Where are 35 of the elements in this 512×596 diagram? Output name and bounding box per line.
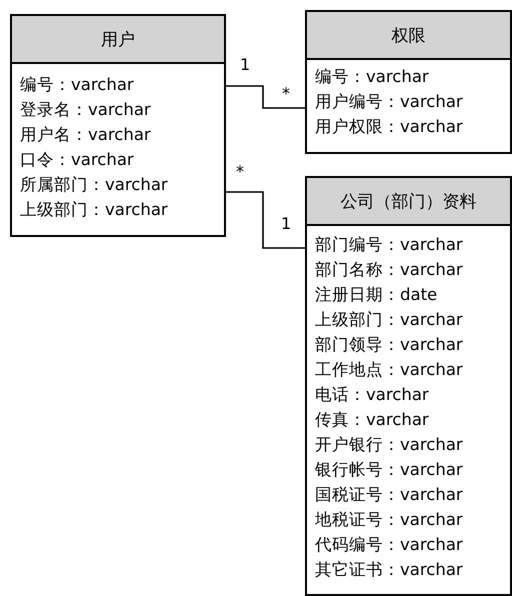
attribute-text: 用户编号：varchar <box>314 91 464 113</box>
attribute-text: 上级部门：varchar <box>19 199 169 221</box>
multiplicity-label: * <box>236 162 244 181</box>
multiplicity-label: * <box>282 84 290 103</box>
class-name: 用户 <box>101 28 135 50</box>
class-box <box>305 10 512 154</box>
class-box <box>10 14 226 237</box>
connector-line <box>226 85 305 109</box>
multiplicity-label: 1 <box>240 55 250 74</box>
attribute-text: 部门编号：varchar <box>314 234 464 256</box>
attribute-text: 编号：varchar <box>19 74 135 96</box>
attribute-text: 部门名称：varchar <box>314 259 464 281</box>
attribute-text: 用户权限：varchar <box>314 116 464 138</box>
attribute-text: 部门领导：varchar <box>314 334 464 356</box>
attribute-text: 登录名：varchar <box>19 99 152 121</box>
attribute-text: 银行帐号：varchar <box>314 459 464 481</box>
attribute-text: 编号：varchar <box>314 66 430 88</box>
attribute-text: 上级部门：varchar <box>314 309 464 331</box>
attribute-text: 用户名：varchar <box>19 124 152 146</box>
class-name: 公司（部门）资料 <box>340 190 476 212</box>
attribute-text: 代码编号：varchar <box>314 534 464 556</box>
attribute-text: 传真：varchar <box>314 409 430 431</box>
attribute-text: 电话：varchar <box>314 384 430 406</box>
attribute-text: 注册日期：date <box>314 284 438 306</box>
multiplicity-label: 1 <box>281 214 292 233</box>
attribute-text: 工作地点：varchar <box>314 359 464 381</box>
class-name: 权限 <box>392 24 426 46</box>
class-box <box>305 176 512 596</box>
attribute-text: 所属部门：varchar <box>19 174 169 196</box>
attribute-text: 开户银行：varchar <box>314 434 464 456</box>
connector-line <box>226 191 305 249</box>
attribute-text: 地税证号：varchar <box>314 509 464 531</box>
attribute-text: 国税证号：varchar <box>314 484 464 506</box>
attribute-text: 其它证书：varchar <box>314 559 464 581</box>
attribute-text: 口令：varchar <box>19 149 135 171</box>
